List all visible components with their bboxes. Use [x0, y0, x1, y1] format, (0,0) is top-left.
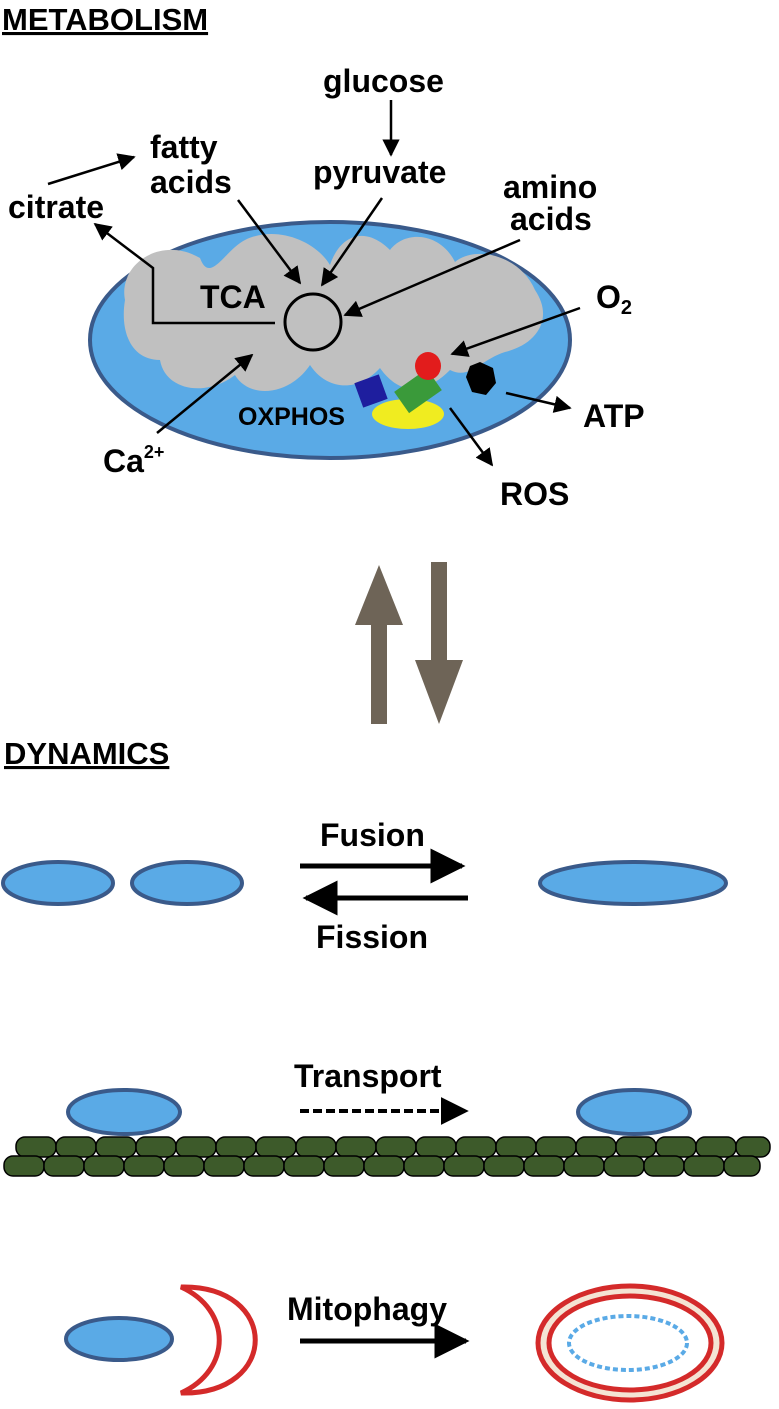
fatty-acids-to-tca-arrow	[236, 199, 302, 285]
atp-synthase-hexagon	[466, 362, 496, 395]
cytoskeleton-segment	[615, 1136, 657, 1158]
tca-label: TCA	[200, 279, 266, 315]
cytoskeleton-segment	[243, 1155, 285, 1177]
cytoskeleton-segment	[363, 1155, 405, 1177]
amino-acids-label: acids	[510, 201, 592, 237]
fusion-label: Fusion	[320, 817, 425, 853]
down-arrow	[415, 562, 463, 724]
cytoskeleton-segment	[323, 1155, 365, 1177]
oxygen-arrow	[450, 306, 581, 357]
mitochondrion	[88, 220, 572, 460]
matrix-cristae	[123, 234, 544, 392]
calcium-arrow	[156, 353, 254, 434]
cytoskeleton-segment	[575, 1136, 617, 1158]
dynamics-heading: DYNAMICS	[4, 736, 169, 771]
fission-label: Fission	[316, 919, 428, 955]
cytoskeleton-segment	[735, 1136, 771, 1158]
cytoskeleton-segment	[455, 1136, 497, 1158]
cytoskeleton-segment	[15, 1136, 57, 1158]
cytoskeleton-segment	[175, 1136, 217, 1158]
complex-blue	[354, 374, 388, 408]
glucose-label: glucose	[323, 63, 444, 99]
metabolism-heading: METABOLISM	[2, 2, 208, 37]
amino-label: amino	[503, 169, 597, 205]
oxphos-label: OXPHOS	[238, 403, 345, 431]
cytoskeleton-segment	[535, 1136, 577, 1158]
tca-to-citrate-arrow	[93, 222, 275, 325]
cytoskeleton-segment	[163, 1155, 205, 1177]
cytoskeleton-segment	[335, 1136, 377, 1158]
complex-red	[415, 352, 441, 380]
pyruvate-to-tca-arrow	[320, 197, 384, 287]
mito-after-transport	[576, 1088, 692, 1136]
cytoskeleton-segment	[135, 1136, 177, 1158]
ros-label: ROS	[500, 476, 569, 512]
cytoskeleton-segment	[643, 1155, 685, 1177]
cytoskeleton-segment	[295, 1136, 337, 1158]
cytoskeleton-segment	[255, 1136, 297, 1158]
cytoskeleton-segment	[695, 1136, 737, 1158]
up-arrow	[355, 565, 403, 724]
cytoskeleton-segment	[483, 1155, 525, 1177]
mito-fused	[538, 860, 728, 906]
citrate-to-fatty-acids-arrow	[47, 153, 136, 186]
autophagosome	[535, 1283, 725, 1403]
cytoskeleton-segment	[83, 1155, 125, 1177]
cytoskeleton-segment	[683, 1155, 725, 1177]
metabolism-arrows	[47, 100, 581, 467]
cytoskeleton-segment	[43, 1155, 85, 1177]
complex-yellow	[372, 399, 444, 429]
cytoskeleton-segment	[215, 1136, 257, 1158]
cytoskeleton-segment	[495, 1136, 537, 1158]
mito-before-transport	[66, 1088, 182, 1136]
fatty-label: fatty	[150, 129, 218, 165]
cytoskeleton-segment	[415, 1136, 457, 1158]
citrate-label: citrate	[8, 189, 104, 225]
calcium-label: Ca2+	[103, 442, 164, 479]
cytoskeleton-segment	[723, 1155, 761, 1177]
cytoskeleton-segment	[375, 1136, 417, 1158]
cytoskeleton-segment	[55, 1136, 97, 1158]
mitophagy-label: Mitophagy	[287, 1291, 447, 1327]
cytoskeleton-segment	[655, 1136, 697, 1158]
pyruvate-label: pyruvate	[313, 154, 446, 190]
cytoskeleton-segment	[603, 1155, 645, 1177]
feedback-arrows	[355, 562, 463, 724]
cytoskeleton-segment	[403, 1155, 445, 1177]
cytoskeleton-segment	[563, 1155, 605, 1177]
cytoskeleton-segment	[123, 1155, 165, 1177]
cytoskeleton-segment	[203, 1155, 245, 1177]
engulfed-mitochondrion	[567, 1314, 689, 1372]
tca-cycle-circle	[283, 292, 343, 352]
fatty-acids-label: acids	[150, 164, 232, 200]
amino-acids-to-tca-arrow	[343, 238, 521, 317]
cytoskeleton-segment	[95, 1136, 137, 1158]
atp-label: ATP	[583, 398, 645, 434]
complex-green	[394, 368, 442, 414]
oxygen-label: O2	[596, 279, 632, 319]
damaged-mitochondrion	[64, 1316, 174, 1362]
ros-arrow	[448, 407, 494, 467]
transport-label: Transport	[294, 1058, 442, 1094]
cytoskeleton-segment	[283, 1155, 325, 1177]
mito-small-right	[130, 860, 244, 906]
cytoskeleton-segment	[3, 1155, 45, 1177]
cytoskeleton-segment	[443, 1155, 485, 1177]
mito-small-left	[1, 860, 115, 906]
cytoskeleton-track	[3, 1136, 771, 1177]
cytoskeleton-segment	[523, 1155, 565, 1177]
phagophore	[179, 1284, 258, 1396]
atp-arrow	[505, 391, 572, 413]
